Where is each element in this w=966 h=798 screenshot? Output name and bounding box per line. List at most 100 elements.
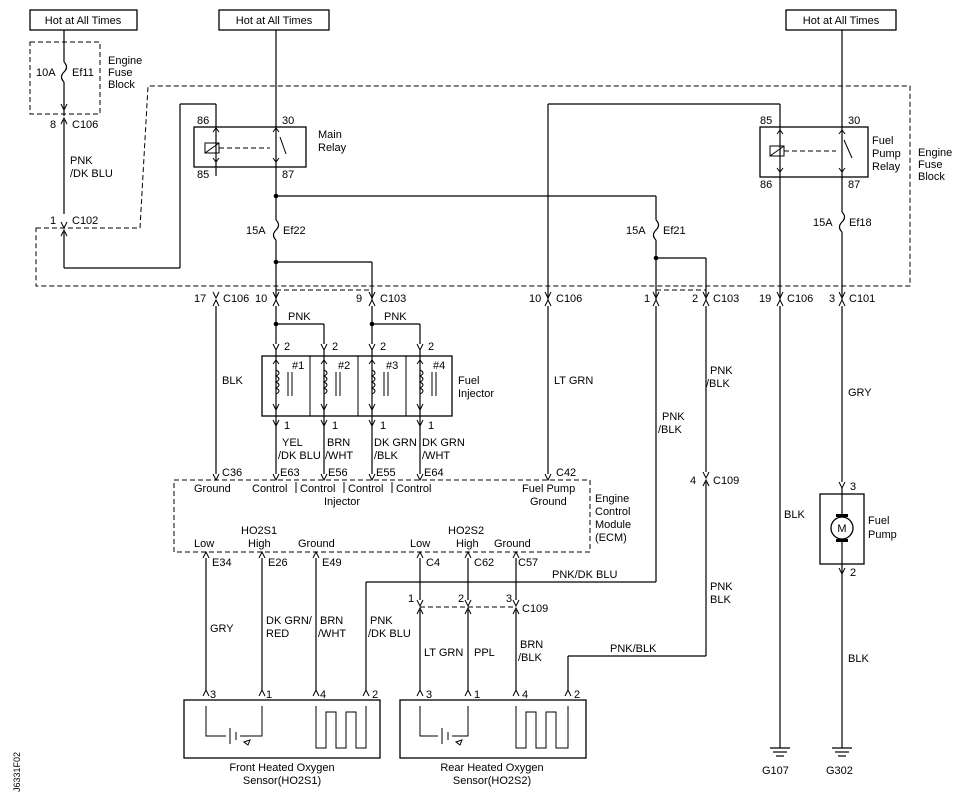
c106-pin-10-b: 10 <box>529 293 541 305</box>
ecm-pin-c36: C36 <box>222 467 242 479</box>
fuel-pump-relay <box>759 30 869 186</box>
ecm-ho2s1-label: HO2S1 <box>241 525 277 537</box>
ecm-ho2s2-label: HO2S2 <box>448 525 484 537</box>
fuel-injector-label-1: Fuel <box>458 375 479 387</box>
ground-g107: G107 <box>762 765 789 777</box>
c106-label-c: C106 <box>556 293 582 305</box>
wire-ef11-branch <box>60 30 217 269</box>
ecm-pin-c4: C4 <box>426 557 440 569</box>
c109-pin-4: 4 <box>690 475 696 487</box>
wire-label-pnk-blk-h: PNK/BLK <box>610 643 657 655</box>
ecm-control-2: Control <box>300 483 335 495</box>
fuel-pump-relay-label-3: Relay <box>872 161 901 173</box>
front-sensor-pin-4: 4 <box>320 689 326 701</box>
wire-lt-grn-relay-85 <box>547 103 781 300</box>
wire-label-inj2-1: BRN <box>327 437 350 449</box>
ecm-label-3: Module <box>595 519 631 531</box>
wire-ef18 <box>838 186 846 300</box>
front-sensor-label-1: Front Heated Oxygen <box>229 762 334 774</box>
rear-heated-oxygen-sensor <box>399 688 587 759</box>
injector-2-label: #2 <box>338 360 350 372</box>
c101-pin-3: 3 <box>829 293 835 305</box>
wire-label-brn-wht-o2-1: BRN <box>320 615 343 627</box>
c109-label-b: C109 <box>522 603 548 615</box>
engine-fuse-block-label-1: Engine <box>918 147 952 159</box>
front-sensor-pin-1: 1 <box>266 689 272 701</box>
fuel-pump-relay-pin-86: 86 <box>760 179 772 191</box>
wire-label-pnk-b: PNK <box>384 311 407 323</box>
engine-fuse-block-top-label-3: Block <box>108 79 135 91</box>
wire-label-brn-blk-1: BRN <box>520 639 543 651</box>
injector-pin-marks-top <box>272 343 424 352</box>
injector-1-pin-1: 1 <box>284 420 290 432</box>
hot-at-all-times-right: Hot at All Times <box>785 9 897 31</box>
fuel-pump-pin-2: 2 <box>850 567 856 579</box>
front-sensor-pin-3: 3 <box>210 689 216 701</box>
rear-sensor-pin-2: 2 <box>574 689 580 701</box>
wire-main-relay-87 <box>272 176 656 300</box>
ecm-pin-e64: E64 <box>424 467 444 479</box>
fuel-pump-relay-label-2: Pump <box>872 148 901 160</box>
c103-label-a: C103 <box>380 293 406 305</box>
engine-fuse-block-label-3: Block <box>918 171 945 183</box>
injector-3-label: #3 <box>386 360 398 372</box>
figure-code: J6331F02 <box>12 752 22 792</box>
main-relay-pin-87: 87 <box>282 169 294 181</box>
rear-sensor-label-2: Sensor(HO2S2) <box>453 775 531 787</box>
wire-label-inj1-2: /DK BLU <box>278 450 321 462</box>
c103-label-b: C103 <box>713 293 739 305</box>
front-sensor-pin-2: 2 <box>372 689 378 701</box>
fuse-ef18-label: Ef18 <box>849 217 872 229</box>
wire-label-pnk-a: PNK <box>288 311 311 323</box>
wire-pnk-injector-feed <box>273 306 421 344</box>
c106-pin-17: 17 <box>194 293 206 305</box>
c103-pin-1: 1 <box>644 293 650 305</box>
wire-label-pnk-dkblu-o2-2: /DK BLU <box>368 628 411 640</box>
fuse-ef18-amp: 15A <box>813 217 833 229</box>
svg-text:Hot at All Times: Hot at All Times <box>803 15 880 27</box>
engine-fuse-block-top-label-2: Fuse <box>108 67 132 79</box>
ecm-ground-label: Ground <box>194 483 231 495</box>
engine-fuse-block-top-outline <box>29 41 101 115</box>
svg-text:Hot at All Times: Hot at All Times <box>236 15 313 27</box>
fuel-pump-relay-pin-30: 30 <box>848 115 860 127</box>
c109-b-pin-3: 3 <box>506 593 512 605</box>
wire-front-o2 <box>205 558 317 690</box>
rear-sensor-label-1: Rear Heated Oxygen <box>440 762 543 774</box>
ecm-ho2s1-high: High <box>248 538 271 550</box>
ecm-pin-e49: E49 <box>322 557 342 569</box>
wire-label-pnk-dkblu-h: PNK/DK BLU <box>552 569 617 581</box>
fuel-pump-relay-label-1: Fuel <box>872 135 893 147</box>
wire-label-pnk-blk-c109-2: BLK <box>710 594 731 606</box>
wire-label-pnk-blk-right-1: PNK <box>710 365 733 377</box>
wire-ef21 <box>652 196 707 300</box>
injector-3-pin-1: 1 <box>380 420 386 432</box>
wire-label-gry-o2: GRY <box>210 623 234 635</box>
wire-injector-controls <box>272 416 424 474</box>
injector-1-label: #1 <box>292 360 304 372</box>
main-relay-pin-86: 86 <box>197 115 209 127</box>
ecm-control-4: Control <box>396 483 431 495</box>
main-relay-label-2: Relay <box>318 142 347 154</box>
wire-label-pnk-blk-mid-2: /BLK <box>658 424 683 436</box>
ecm-fuel-pump-ground-label: Ground <box>530 496 567 508</box>
fuel-pump <box>819 488 865 576</box>
wire-label-blk-ecm: BLK <box>222 375 243 387</box>
fuel-pump-relay-pin-85: 85 <box>760 115 772 127</box>
wire-blk-g107 <box>770 306 790 757</box>
c109-b-pin-2: 2 <box>458 593 464 605</box>
wire-label-inj2-2: /WHT <box>325 450 353 462</box>
fuel-injector-block <box>261 350 453 417</box>
ecm-label-4: (ECM) <box>595 532 627 544</box>
c102-label: C102 <box>72 215 98 227</box>
fuel-pump-label-2: Pump <box>868 529 897 541</box>
fuse-ef22-amp: 15A <box>246 225 266 237</box>
injector-4-pin-2: 2 <box>428 341 434 353</box>
wire-pnk-blk-c103-1 <box>365 306 657 690</box>
wire-label-blk-g107: BLK <box>784 509 805 521</box>
wire-label-gry-pump: GRY <box>848 387 872 399</box>
ground-g302: G302 <box>826 765 853 777</box>
wire-label-pnk-dkblu-2: /DK BLU <box>70 168 113 180</box>
wire-label-inj3-2: /BLK <box>374 450 399 462</box>
wire-label-pnk-dkblu-1: PNK <box>70 155 93 167</box>
